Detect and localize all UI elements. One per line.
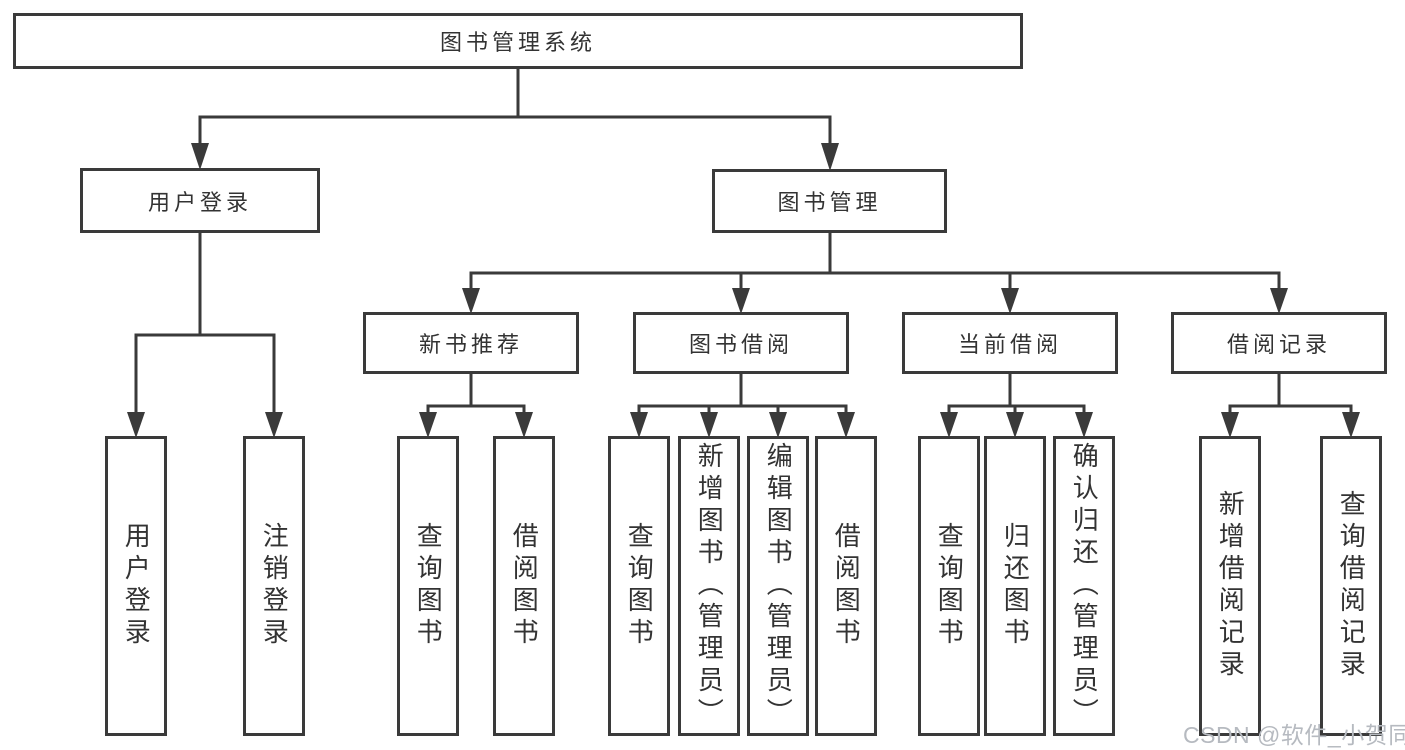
node-book-management-system: 图书管理系统 <box>13 13 1023 69</box>
leaf-query-books-recommend: 查询图书 <box>397 436 459 736</box>
leaf-borrow-books: 借阅图书 <box>815 436 877 736</box>
leaf-borrow-books-recommend: 借阅图书 <box>493 436 555 736</box>
leaf-query-books-borrowing: 查询图书 <box>608 436 670 736</box>
leaf-query-books-borrowing-label: 查询图书 <box>624 522 655 650</box>
leaf-logout: 注销登录 <box>243 436 305 736</box>
node-current-borrowing: 当前借阅 <box>902 312 1118 374</box>
leaf-confirm-return-admin: 确认归还（管理员） <box>1053 436 1115 736</box>
leaf-edit-book-admin-label: 编辑图书（管理员） <box>763 442 794 730</box>
leaf-return-books: 归还图书 <box>984 436 1046 736</box>
leaf-logout-label: 注销登录 <box>259 522 290 650</box>
leaf-query-books-recommend-label: 查询图书 <box>413 522 444 650</box>
node-user-login: 用户登录 <box>80 168 320 233</box>
leaf-edit-book-admin: 编辑图书（管理员） <box>747 436 809 736</box>
node-borrowing-records: 借阅记录 <box>1171 312 1387 374</box>
leaf-user-login: 用户登录 <box>105 436 167 736</box>
leaf-confirm-return-admin-label: 确认归还（管理员） <box>1069 442 1100 730</box>
leaf-add-borrow-record-label: 新增借阅记录 <box>1215 490 1246 682</box>
leaf-user-login-label: 用户登录 <box>121 522 152 650</box>
node-book-management: 图书管理 <box>712 169 947 233</box>
leaf-borrow-books-recommend-label: 借阅图书 <box>509 522 540 650</box>
leaf-query-borrow-record: 查询借阅记录 <box>1320 436 1382 736</box>
leaf-return-books-label: 归还图书 <box>1000 522 1031 650</box>
node-new-book-recommend: 新书推荐 <box>363 312 579 374</box>
watermark-text: CSDN @软件_小贺同学 <box>1183 722 1405 748</box>
leaf-borrow-books-label: 借阅图书 <box>831 522 862 650</box>
leaf-add-book-admin-label: 新增图书（管理员） <box>694 442 725 730</box>
node-book-borrowing: 图书借阅 <box>633 312 849 374</box>
leaf-add-borrow-record: 新增借阅记录 <box>1199 436 1261 736</box>
leaf-add-book-admin: 新增图书（管理员） <box>678 436 740 736</box>
leaf-query-books-current: 查询图书 <box>918 436 980 736</box>
leaf-query-borrow-record-label: 查询借阅记录 <box>1336 490 1367 682</box>
leaf-query-books-current-label: 查询图书 <box>934 522 965 650</box>
